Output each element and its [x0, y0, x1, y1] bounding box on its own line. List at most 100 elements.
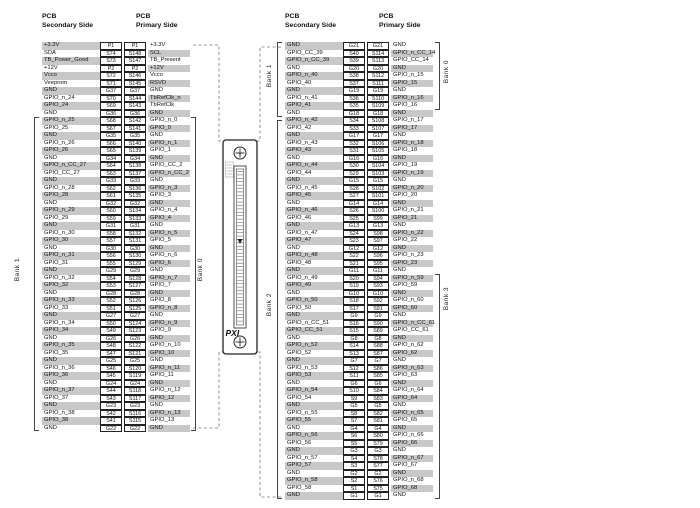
primary-pin-cell: S121	[124, 349, 146, 357]
primary-pin-cell: S89	[367, 327, 389, 335]
secondary-pin-cell: G11	[343, 267, 365, 275]
primary-pin-cell: G27	[124, 312, 146, 320]
secondary-pin-cell: G37	[100, 87, 122, 95]
secondary-pin-cell: G9	[343, 312, 365, 320]
primary-signal-cell: GND	[391, 334, 433, 342]
primary-signal-cell: GPIO_n_16	[391, 94, 433, 102]
secondary-pin-cell: S53	[100, 282, 122, 290]
primary-pin-cell: S75	[367, 484, 389, 492]
secondary-signal-cell: GPIO_CC_51	[285, 327, 343, 335]
secondary-pin-cell: G32	[100, 199, 122, 207]
primary-pin-cell: S105	[367, 147, 389, 155]
primary-signal-cell: GND	[393, 132, 406, 138]
secondary-pin-cell: S73	[100, 57, 122, 65]
primary-pin-cell: G18	[367, 109, 389, 117]
secondary-signal-cell: GPIO_53	[285, 372, 343, 380]
secondary-pin-cell: S72	[100, 72, 122, 80]
secondary-signal-cell: GPIO_n_28	[44, 184, 75, 191]
secondary-signal-cell: GPIO_45	[285, 192, 343, 200]
secondary-signal-cell: GND	[44, 289, 57, 296]
primary-pin-cell: G32	[124, 199, 146, 207]
primary-signal-cell: GPIO_n_11	[148, 364, 190, 372]
secondary-pin-cell: S51	[100, 304, 122, 312]
primary-signal-cell: GND	[150, 402, 163, 408]
primary-pin-cell: G28	[124, 289, 146, 297]
secondary-signal-cell: GND	[287, 64, 300, 71]
secondary-signal-cell: GND	[42, 357, 100, 365]
secondary-pin-cell: S63	[100, 169, 122, 177]
secondary-signal-cell: GND	[287, 289, 300, 296]
primary-pin-cell: S84	[367, 387, 389, 395]
primary-pin-cell: S125	[124, 304, 146, 312]
primary-signal-cell: RSVD	[148, 79, 190, 87]
secondary-pin-cell: P2	[100, 64, 122, 72]
primary-signal-cell: GPIO_n_12	[150, 387, 181, 393]
primary-pin-cell: S91	[367, 304, 389, 312]
secondary-pin-cell: S19	[343, 282, 365, 290]
secondary-pin-cell: S33	[343, 124, 365, 132]
secondary-signal-cell: GND	[287, 199, 300, 206]
secondary-signal-cell: GND	[287, 379, 300, 386]
secondary-pin-cell: S55	[100, 259, 122, 267]
secondary-signal-cell: GPIO_n_29	[42, 207, 100, 215]
secondary-pin-cell: G1	[343, 492, 365, 500]
secondary-pin-cell: G14	[343, 199, 365, 207]
primary-pin-cell: S143	[124, 102, 146, 110]
primary-signal-cell: GND	[391, 289, 433, 297]
primary-pin-cell: S148	[124, 49, 146, 57]
bank-label: Bank 0	[443, 60, 450, 84]
primary-signal-cell: GND	[393, 42, 406, 48]
secondary-signal-cell: GPIO_52	[287, 349, 312, 356]
secondary-signal-cell: GPIO_n_54	[285, 387, 343, 395]
primary-signal-cell: GND	[150, 132, 163, 138]
primary-signal-cell: GND	[150, 312, 163, 318]
primary-pin-cell: S126	[124, 297, 146, 305]
primary-signal-cell: GPIO_0	[148, 124, 190, 132]
primary-signal-cell: GPIO_n_7	[148, 274, 190, 282]
secondary-pin-cell: S62	[100, 184, 122, 192]
secondary-signal-cell: GND	[287, 469, 300, 476]
secondary-signal-cell: GND	[287, 334, 300, 341]
secondary-pin-cell: S23	[343, 237, 365, 245]
primary-signal-cell: GND	[148, 154, 190, 162]
secondary-signal-cell: GPIO_n_38	[44, 409, 75, 416]
primary-signal-cell: GPIO_10	[148, 349, 190, 357]
secondary-signal-cell: GND	[287, 424, 300, 431]
primary-signal-cell: GPIO_6	[148, 259, 190, 267]
bank-label: Bank 0	[197, 258, 204, 282]
primary-pin-cell: S88	[367, 342, 389, 350]
primary-pin-cell: S135	[124, 192, 146, 200]
primary-signal-cell: GPIO_n_19	[391, 169, 433, 177]
primary-signal-cell: GPIO_n_64	[393, 387, 424, 393]
primary-pin-cell: S112	[367, 72, 389, 80]
secondary-signal-cell: +3.3V	[42, 42, 100, 50]
primary-pin-cell: S103	[367, 169, 389, 177]
primary-pin-cell: S90	[367, 319, 389, 327]
bank-label: Bank 3	[443, 287, 450, 311]
